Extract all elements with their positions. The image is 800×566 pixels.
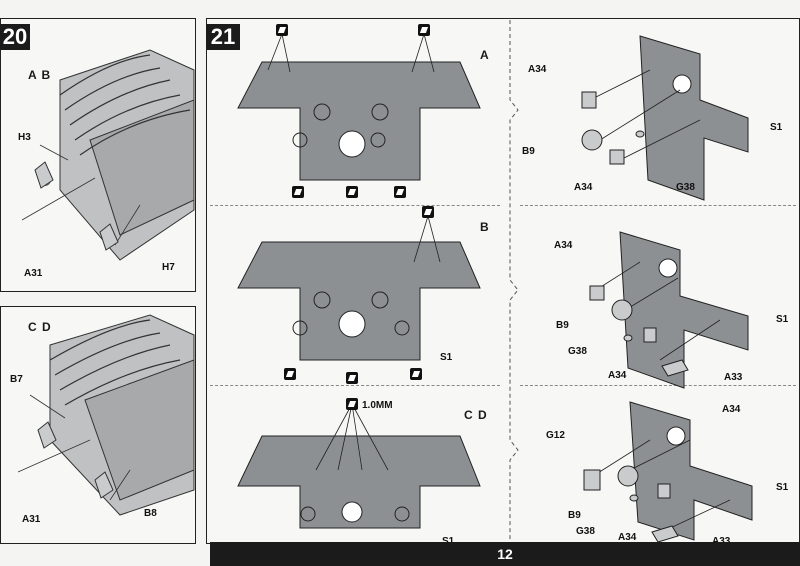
part-label: S1 xyxy=(770,122,783,133)
part-label: A34 xyxy=(554,240,573,251)
part-label: A34 xyxy=(528,64,547,75)
part-label: S1 xyxy=(776,482,789,493)
part-label: G38 xyxy=(576,526,595,537)
part-label: G38 xyxy=(568,346,587,357)
row-divider xyxy=(210,385,500,386)
drill-hole-icon xyxy=(292,186,304,198)
part-label: H7 xyxy=(162,262,175,273)
part-label: A34 xyxy=(608,370,627,381)
variant-label: A B xyxy=(28,68,52,82)
part-label: A34 xyxy=(618,532,637,543)
footer-bar xyxy=(210,542,800,566)
row-divider xyxy=(520,205,796,206)
part-label: B8 xyxy=(144,508,157,519)
part-label: B9 xyxy=(556,320,569,331)
part-label: A33 xyxy=(712,536,730,547)
drill-hole-icon xyxy=(422,206,434,218)
row-divider xyxy=(520,385,796,386)
drill-hole-icon xyxy=(284,368,296,380)
cut-icon xyxy=(346,186,358,198)
part-label: S1 xyxy=(776,314,789,325)
variant-label: A xyxy=(480,48,490,62)
drill-hole-icon xyxy=(276,24,288,36)
column-divider xyxy=(509,20,519,540)
part-label: A34 xyxy=(722,404,741,415)
drill-hole-icon xyxy=(346,398,358,410)
part-label: A33 xyxy=(724,372,743,383)
drill-size-label: 1.0MM xyxy=(362,400,393,411)
page-number: 12 xyxy=(497,546,513,562)
variant-label: C D xyxy=(28,320,52,334)
part-label: H3 xyxy=(18,132,31,143)
part-label: A34 xyxy=(574,182,593,193)
tank-tracks-illustration xyxy=(17,314,195,516)
tank-tracks-illustration xyxy=(21,49,195,261)
part-label: A31 xyxy=(22,514,41,525)
part-label: G38 xyxy=(676,182,695,193)
part-label: B7 xyxy=(10,374,23,385)
part-label: B9 xyxy=(568,510,581,521)
part-label: A31 xyxy=(24,268,43,279)
variant-label: C D xyxy=(464,408,488,422)
part-label: S1 xyxy=(442,536,454,547)
drill-hole-icon xyxy=(410,368,422,380)
drill-hole-icon xyxy=(394,186,406,198)
drill-hole-icon xyxy=(418,24,430,36)
cut-icon xyxy=(346,372,358,384)
part-label: S1 xyxy=(440,352,453,363)
step-number-20: 20 xyxy=(0,24,30,50)
row-divider xyxy=(210,205,500,206)
part-label: G12 xyxy=(546,430,565,441)
part-label: B9 xyxy=(522,146,535,157)
variant-label: B xyxy=(480,220,490,234)
step-number-21: 21 xyxy=(206,24,240,50)
